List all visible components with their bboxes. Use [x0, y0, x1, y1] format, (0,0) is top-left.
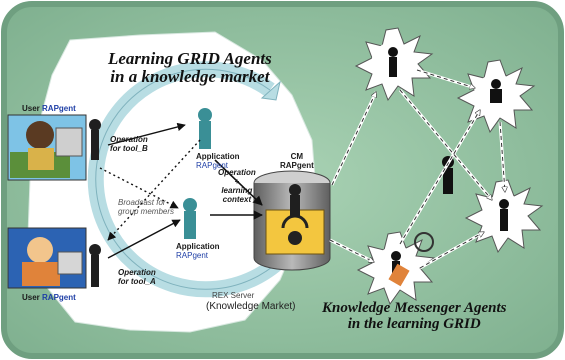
user-bottom-label: User RAPgent [22, 293, 76, 302]
knowledge-market-label: (Knowledge Market) [206, 301, 296, 312]
rex-server-label: REX Server [212, 291, 255, 300]
market-title-line2: in a knowledge market [110, 67, 270, 86]
grid-title-line1: Knowledge Messenger Agents [322, 300, 507, 316]
user-top-label: User RAPgent [22, 104, 76, 113]
grid-title: Knowledge Messenger Agents in the learni… [322, 300, 506, 332]
grid-title-line2: in the learning GRID [347, 316, 481, 332]
market-title-line1: Learning GRID Agents [108, 49, 272, 68]
market-title: Learning GRID Agents in a knowledge mark… [108, 50, 272, 86]
